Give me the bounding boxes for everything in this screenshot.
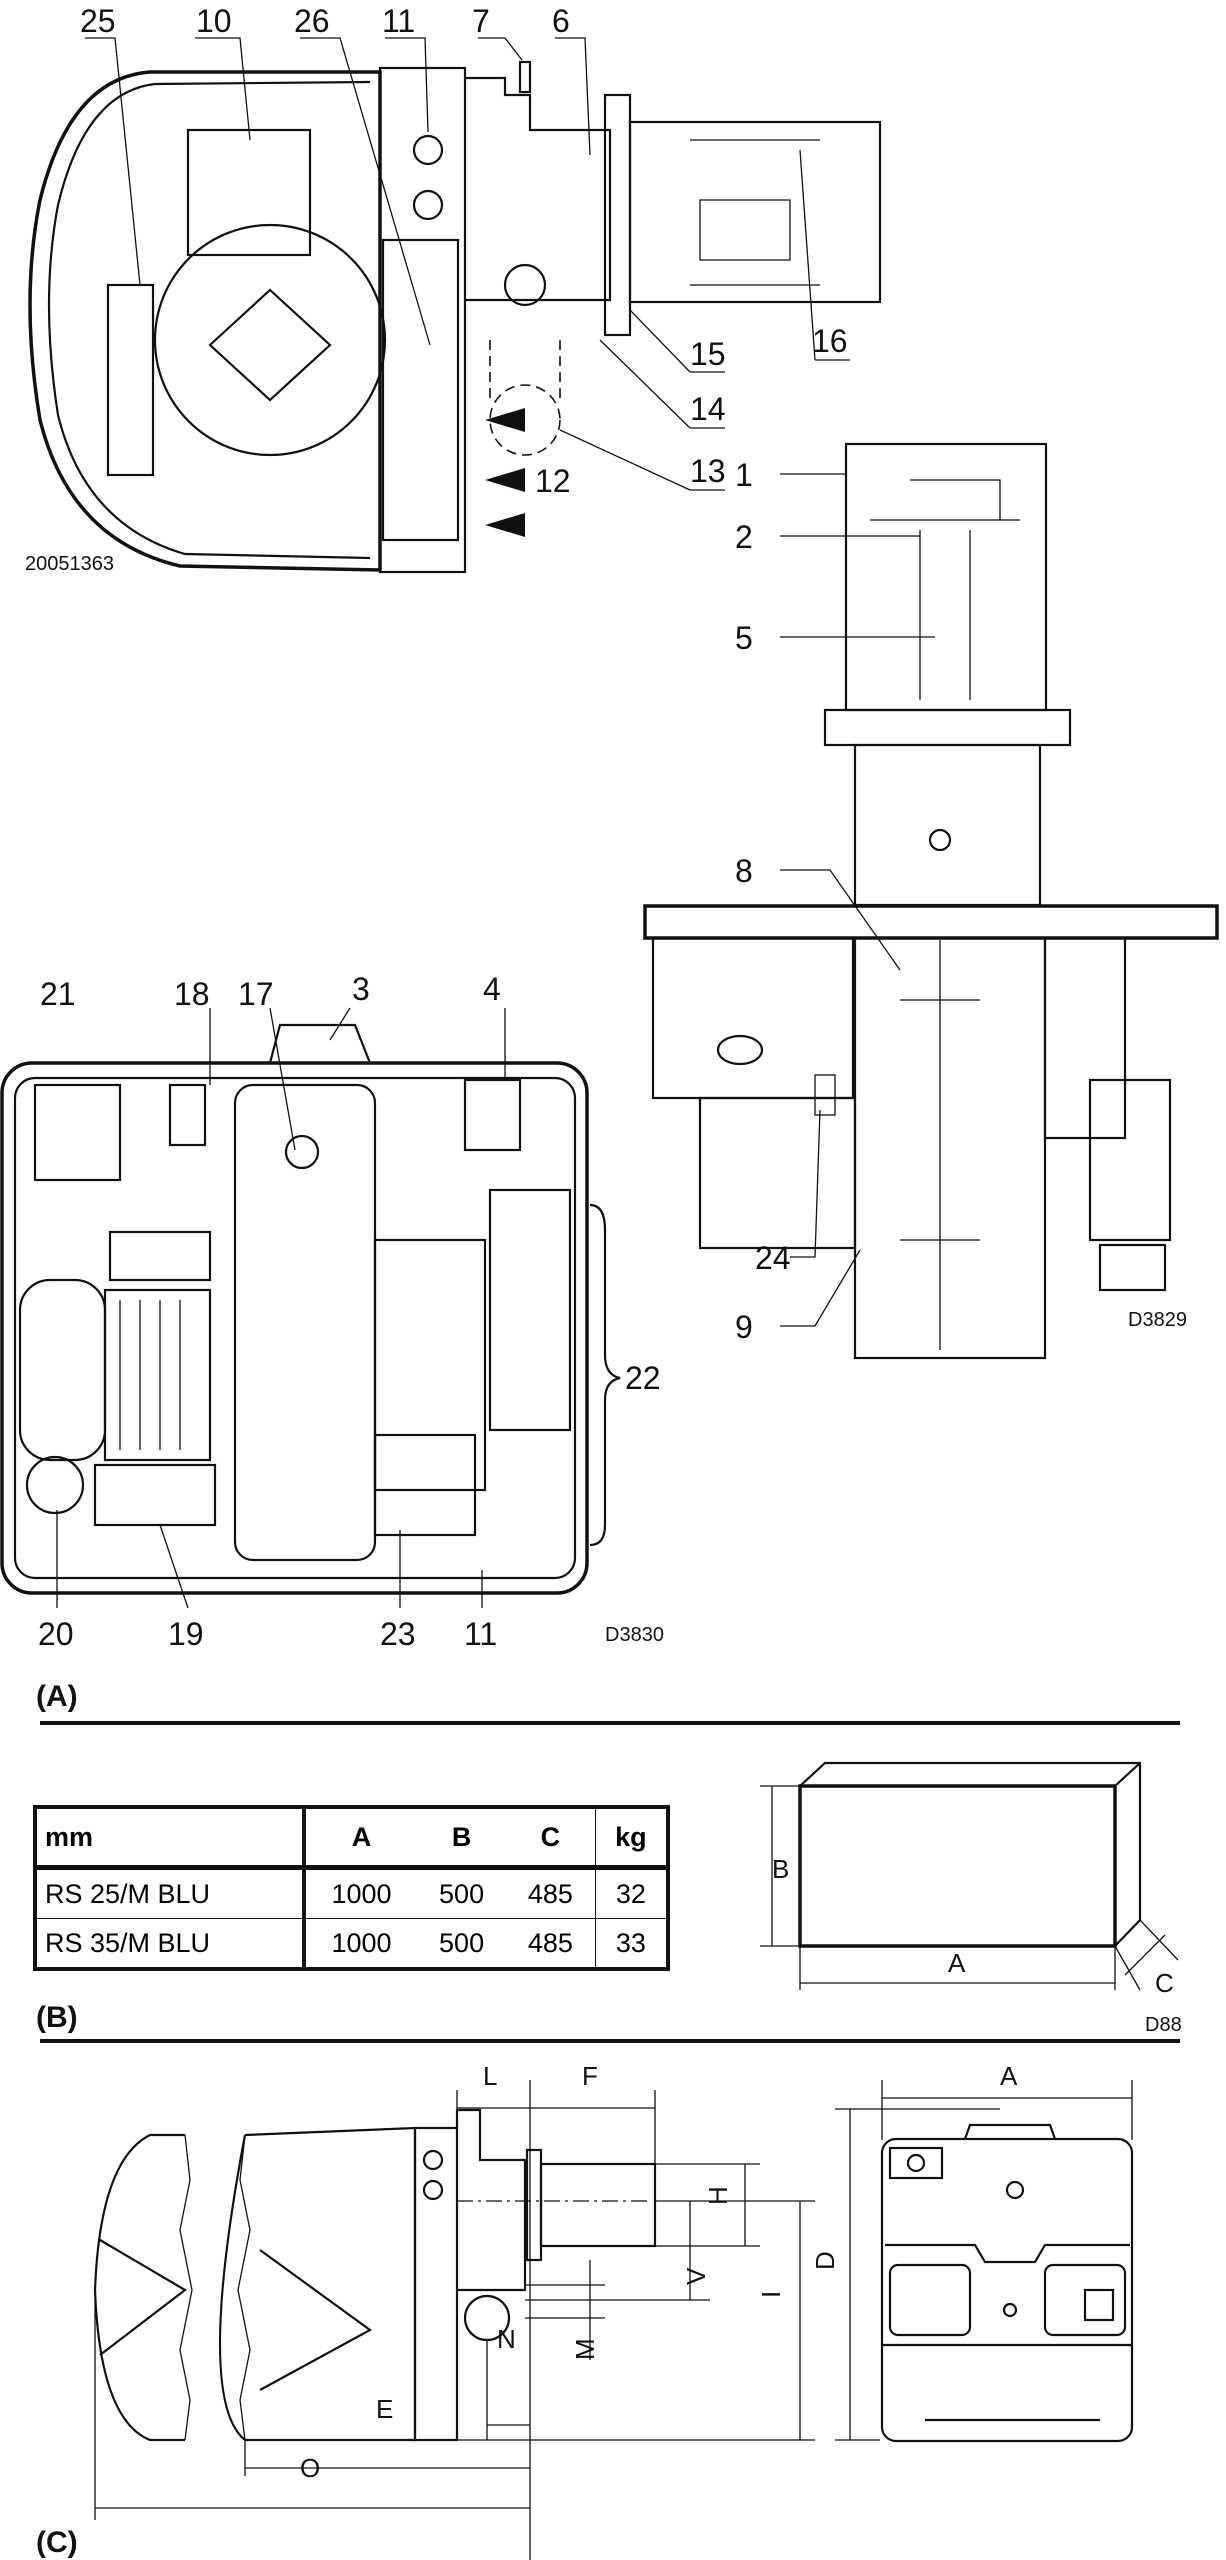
- top-view-leaders: [85, 37, 850, 491]
- dim-a: A: [1000, 2061, 1018, 2091]
- callout-17: 17: [238, 976, 274, 1012]
- callout-20: 20: [38, 1616, 74, 1652]
- callout-1: 1: [735, 457, 753, 493]
- cell-model: RS 35/M BLU: [34, 1918, 306, 1970]
- dim-h: H: [703, 2186, 733, 2205]
- burner-top-view: [28, 60, 882, 574]
- callout-15: 15: [690, 336, 726, 372]
- cell-kg: 32: [594, 1867, 669, 1919]
- callout-10: 10: [196, 3, 232, 39]
- rear-view-callouts: 21 18 17 3 4 22 20 19 23 11 D3830: [38, 971, 664, 1652]
- packaging-dimensions-table: mm A B C kg RS 25/M BLU 1000 500 485 32 …: [33, 1805, 670, 1971]
- top-view-callouts: 25 10 26 11 7 6 15 16 14 13 12 20051363: [25, 3, 848, 575]
- brace-22: [589, 1203, 621, 1547]
- burner-rear-view: [0, 1023, 589, 1595]
- callout-22: 22: [625, 1360, 661, 1396]
- callout-18: 18: [174, 976, 210, 1012]
- dim-i: I: [756, 2291, 786, 2298]
- cell-b: 500: [417, 1918, 506, 1970]
- table-header-row: mm A B C kg: [34, 1806, 669, 1870]
- table-row: RS 35/M BLU 1000 500 485 33: [34, 1918, 669, 1970]
- callout-23: 23: [380, 1616, 416, 1652]
- dimension-lines: [94, 2080, 1133, 2560]
- section-b-label: (B): [36, 2001, 78, 2034]
- callout-2: 2: [735, 519, 753, 555]
- dim-d: D: [810, 2251, 840, 2270]
- dim-o: O: [300, 2453, 320, 2483]
- arrow-markers-12: [485, 408, 525, 537]
- cell-model: RS 25/M BLU: [34, 1867, 306, 1919]
- burner-side-view: [643, 442, 1219, 1360]
- dim-b: B: [772, 1854, 789, 1884]
- dim-e: E: [376, 2394, 393, 2424]
- drawing-code-d3830: D3830: [605, 1624, 664, 1646]
- callout-11: 11: [382, 3, 415, 39]
- callout-25: 25: [80, 3, 116, 39]
- callout-11-rear: 11: [464, 1616, 497, 1652]
- dimension-drawing-front: [880, 2123, 1134, 2443]
- dim-f: F: [582, 2061, 598, 2091]
- drawing-code-d88: D88: [1145, 2014, 1182, 2036]
- cell-c: 485: [505, 1918, 596, 1970]
- header-mm: mm: [34, 1806, 306, 1870]
- cell-a: 1000: [303, 1918, 418, 1970]
- dimension-labels: L F A H V D I N M E O: [300, 2061, 1018, 2483]
- callout-26: 26: [294, 3, 330, 39]
- header-kg: kg: [594, 1806, 669, 1870]
- callout-12: 12: [535, 463, 571, 499]
- cell-b: 500: [417, 1867, 506, 1919]
- rear-view-leaders: [56, 1007, 506, 1609]
- dim-l: L: [483, 2061, 497, 2091]
- cell-c: 485: [505, 1867, 596, 1919]
- callout-3: 3: [352, 971, 370, 1007]
- section-a-label: (A): [36, 1680, 78, 1713]
- cell-kg: 33: [594, 1918, 669, 1970]
- side-view-callouts: 1 2 5 8 24 9 D3829: [735, 457, 1187, 1345]
- header-c: C: [505, 1806, 596, 1870]
- callout-6: 6: [552, 3, 570, 39]
- packaging-box-diagram: B A C: [760, 1761, 1179, 1998]
- callout-8: 8: [735, 853, 753, 889]
- dim-m: M: [570, 2338, 600, 2360]
- callout-7: 7: [472, 3, 490, 39]
- callout-24: 24: [755, 1240, 791, 1276]
- dim-c: C: [1155, 1968, 1174, 1998]
- callout-4: 4: [483, 971, 501, 1007]
- dim-n: N: [497, 2324, 516, 2354]
- header-b: B: [417, 1806, 506, 1870]
- callout-5: 5: [735, 620, 753, 656]
- drawing-code-20051363: 20051363: [25, 553, 114, 575]
- cell-a: 1000: [303, 1867, 418, 1919]
- dimension-drawing-side: [93, 2108, 657, 2442]
- callout-13: 13: [690, 453, 726, 489]
- callout-16: 16: [812, 323, 848, 359]
- dim-v: V: [681, 2267, 711, 2285]
- callout-21: 21: [40, 976, 76, 1012]
- drawing-code-d3829: D3829: [1128, 1309, 1187, 1331]
- callout-9: 9: [735, 1309, 753, 1345]
- callout-19: 19: [168, 1616, 204, 1652]
- table-row: RS 25/M BLU 1000 500 485 32: [34, 1867, 669, 1919]
- section-c-label: (C): [36, 2526, 78, 2559]
- callout-14: 14: [690, 391, 726, 427]
- header-a: A: [303, 1806, 418, 1870]
- side-view-leaders: [780, 473, 935, 1327]
- dim-a-box: A: [948, 1948, 966, 1978]
